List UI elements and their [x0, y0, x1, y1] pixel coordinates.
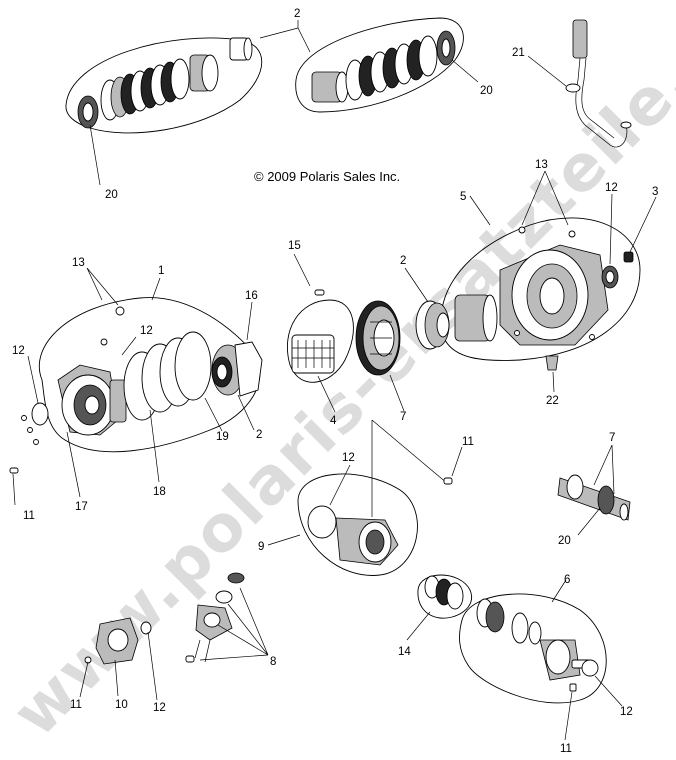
assembly-6-group — [459, 593, 607, 704]
callout-10: 10 — [115, 699, 128, 711]
callout-7-mid: 7 — [400, 411, 406, 423]
callout-1: 1 — [158, 265, 164, 277]
callout-5: 5 — [460, 191, 466, 203]
callout-13-right: 13 — [535, 159, 548, 171]
callout-12-bottom-right: 12 — [620, 706, 633, 718]
callout-8: 8 — [270, 656, 276, 668]
bearing-2-mid — [415, 294, 498, 350]
housing-1-group — [9, 297, 263, 474]
callout-12-inner: 12 — [140, 325, 153, 337]
callout-14: 14 — [398, 646, 411, 658]
callout-12-cover: 12 — [342, 452, 355, 464]
copyright-caption: © 2009 Polaris Sales Inc. — [254, 169, 400, 184]
callout-labels: 2 20 20 21 13 12 3 5 15 2 22 7 4 13 1 16… — [12, 8, 658, 755]
callout-21: 21 — [512, 47, 525, 59]
callout-12-left: 12 — [12, 345, 25, 357]
callout-3: 3 — [652, 186, 658, 198]
callout-22: 22 — [546, 395, 559, 407]
callout-7-right: 7 — [609, 432, 615, 444]
callout-11-mid: 11 — [462, 436, 474, 448]
callout-2-mid: 2 — [400, 255, 406, 267]
assembly-10-group — [84, 617, 152, 665]
callout-19: 19 — [216, 431, 229, 443]
callout-16: 16 — [245, 290, 258, 302]
callout-20-left: 20 — [105, 189, 118, 201]
washer-14-group — [417, 574, 473, 619]
callout-20-shaft: 20 — [558, 535, 571, 547]
callout-11-left: 11 — [23, 510, 35, 522]
shaft-7 — [557, 474, 631, 521]
callout-13-left: 13 — [72, 257, 85, 269]
ring-gear-7 — [355, 300, 401, 376]
callout-18: 18 — [153, 486, 166, 498]
callout-12-right: 12 — [605, 182, 618, 194]
callout-15: 15 — [288, 240, 301, 252]
callout-9: 9 — [258, 541, 264, 553]
assembly-8-group — [185, 572, 245, 663]
callout-17: 17 — [75, 501, 88, 513]
callout-20-right: 20 — [480, 85, 493, 97]
clutch-pack-left-group — [65, 37, 263, 134]
sensor-21 — [565, 19, 632, 148]
cover-9-group — [297, 473, 418, 576]
callout-2-top: 2 — [294, 8, 300, 20]
callout-6: 6 — [564, 574, 570, 586]
callout-12-bottom-left: 12 — [153, 702, 166, 714]
callout-2-lower: 2 — [256, 429, 262, 441]
housing-5-group — [440, 217, 641, 371]
cage-4-group — [286, 289, 354, 383]
callout-11-bottom-right: 11 — [560, 743, 572, 755]
clutch-pack-right-group — [295, 17, 464, 113]
callout-4: 4 — [330, 415, 337, 427]
callout-11-bottom-left: 11 — [70, 699, 82, 711]
